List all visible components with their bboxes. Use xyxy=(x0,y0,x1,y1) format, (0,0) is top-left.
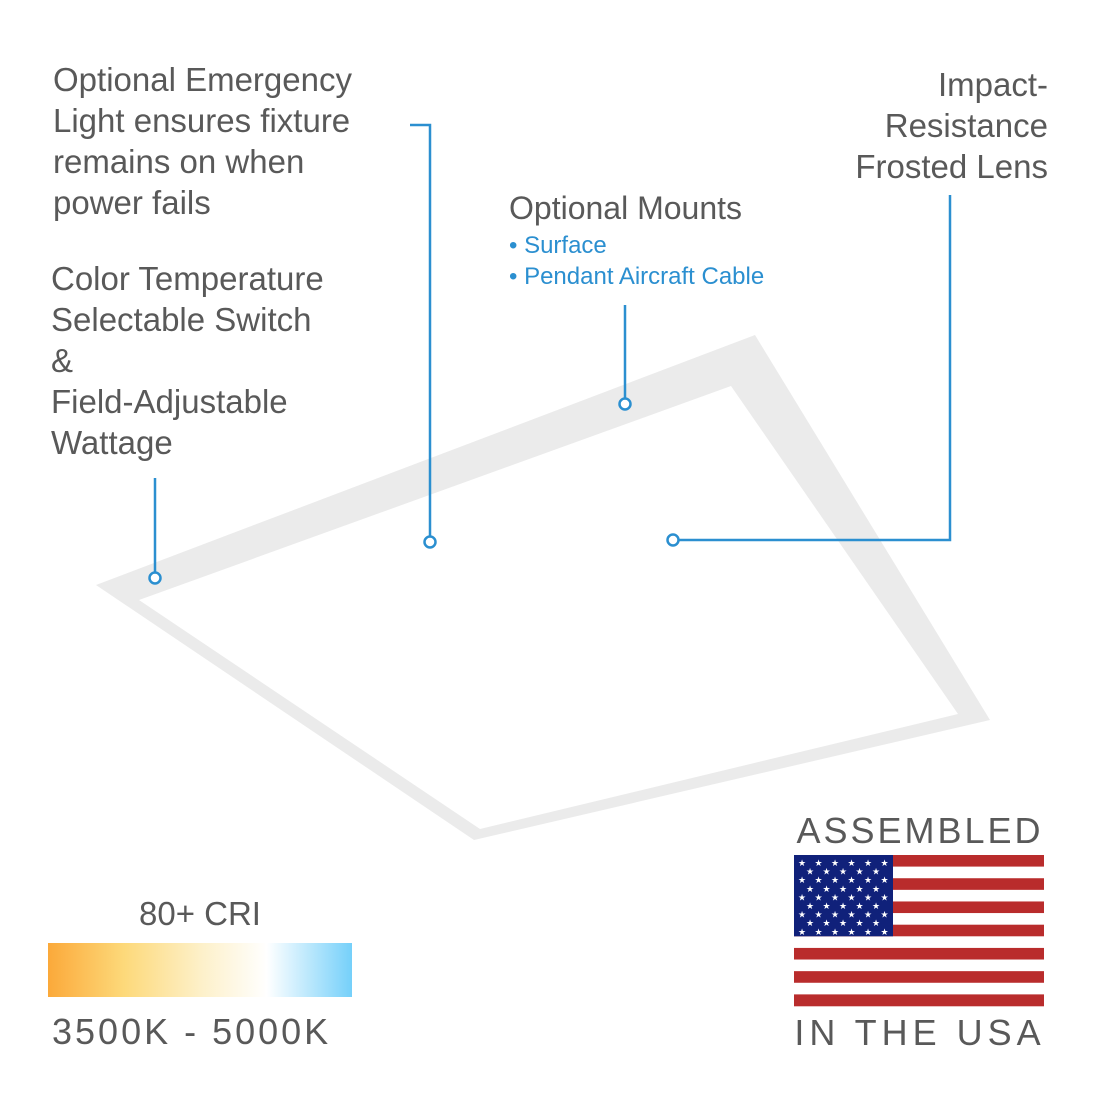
flag-star-icon: ★ xyxy=(822,867,830,877)
flag-star-icon: ★ xyxy=(831,858,839,868)
flag-star-icon: ★ xyxy=(806,867,814,877)
color-temp-callout-text: Color Temperature Selectable Switch & Fi… xyxy=(51,260,324,461)
flag-star-icon: ★ xyxy=(847,858,855,868)
flag-star-icon: ★ xyxy=(831,927,839,937)
flag-star-icon: ★ xyxy=(864,892,872,902)
callout-dot-emergency xyxy=(423,535,437,549)
flag-star-icon: ★ xyxy=(814,858,822,868)
flag-star-icon: ★ xyxy=(847,910,855,920)
flag-star-icon: ★ xyxy=(814,910,822,920)
emergency-callout-text: Optional Emergency Light ensures fixture… xyxy=(53,61,352,221)
flag-star-icon: ★ xyxy=(814,892,822,902)
cct-range: 3500K - 5000K xyxy=(52,1011,332,1052)
flag-star-icon: ★ xyxy=(864,858,872,868)
color-temperature-gradient xyxy=(48,943,352,997)
mounts-title: Optional Mounts xyxy=(509,190,743,226)
lens-callout-text: Impact- Resistance Frosted Lens xyxy=(855,66,1048,185)
flag-star-icon: ★ xyxy=(822,884,830,894)
flag-star-icon: ★ xyxy=(872,918,880,928)
us-flag: ★★★★★★★★★★★★★★★★★★★★★★★★★★★★★★★★★★★★★★★★… xyxy=(794,855,1044,1007)
flag-star-icon: ★ xyxy=(872,884,880,894)
flag-star-icon: ★ xyxy=(864,875,872,885)
flag-star-icon: ★ xyxy=(831,910,839,920)
flag-stripe xyxy=(794,959,1044,972)
callout-line-emergency xyxy=(410,123,432,536)
flag-star-icon: ★ xyxy=(847,927,855,937)
flag-star-icon: ★ xyxy=(806,901,814,911)
flag-stripe xyxy=(794,901,1044,914)
flag-star-icon: ★ xyxy=(806,884,814,894)
mount-item-pendant: • Pendant Aircraft Cable xyxy=(509,263,765,290)
flag-star-icon: ★ xyxy=(814,875,822,885)
flag-star-icon: ★ xyxy=(798,858,806,868)
cri-label: 80+ CRI xyxy=(139,895,261,932)
panel-lens xyxy=(139,386,958,829)
flag-star-icon: ★ xyxy=(855,884,863,894)
flag-stripe xyxy=(794,855,1044,867)
flag-star-icon: ★ xyxy=(839,867,847,877)
flag-star-icon: ★ xyxy=(847,875,855,885)
in-the-usa-text: IN THE USA xyxy=(794,1012,1046,1053)
flag-star-icon: ★ xyxy=(855,918,863,928)
flag-star-icon: ★ xyxy=(872,901,880,911)
flag-star-icon: ★ xyxy=(872,867,880,877)
flag-star-icon: ★ xyxy=(855,901,863,911)
flag-star-icon: ★ xyxy=(831,875,839,885)
flag-stripe xyxy=(794,947,1044,960)
flag-stripe xyxy=(794,971,1044,984)
callout-dot-mounts xyxy=(618,397,632,411)
flag-star-icon: ★ xyxy=(880,910,888,920)
flag-star-icon: ★ xyxy=(839,901,847,911)
flag-star-icon: ★ xyxy=(806,918,814,928)
flag-stripe xyxy=(794,878,1044,891)
flag-star-icon: ★ xyxy=(798,927,806,937)
mount-item-surface: • Surface xyxy=(509,232,607,259)
flag-star-icon: ★ xyxy=(864,910,872,920)
flag-star-icon: ★ xyxy=(839,884,847,894)
flag-star-icon: ★ xyxy=(880,858,888,868)
flag-star-icon: ★ xyxy=(814,927,822,937)
flag-star-icon: ★ xyxy=(864,927,872,937)
flag-stripe xyxy=(794,924,1044,937)
flag-stripe xyxy=(794,913,1044,925)
flag-star-icon: ★ xyxy=(847,892,855,902)
flag-star-icon: ★ xyxy=(880,875,888,885)
flag-stripe xyxy=(794,866,1044,879)
flag-star-icon: ★ xyxy=(880,927,888,937)
flag-star-icon: ★ xyxy=(855,867,863,877)
flag-star-icon: ★ xyxy=(822,901,830,911)
flag-stripe xyxy=(794,994,1044,1007)
flag-stripe xyxy=(794,889,1044,902)
flag-star-icon: ★ xyxy=(798,892,806,902)
flag-canton xyxy=(794,855,893,937)
assembled-text: ASSEMBLED xyxy=(796,810,1044,851)
flag-star-icon: ★ xyxy=(822,918,830,928)
flag-star-icon: ★ xyxy=(798,910,806,920)
flag-stripe xyxy=(794,936,1044,949)
flag-stripe xyxy=(794,982,1044,995)
callout-dot-color-temp xyxy=(148,571,162,585)
flag-star-icon: ★ xyxy=(798,875,806,885)
callout-line-lens xyxy=(679,195,952,542)
flag-star-icon: ★ xyxy=(839,918,847,928)
callout-dot-lens xyxy=(666,533,680,547)
flag-star-icon: ★ xyxy=(880,892,888,902)
flag-star-icon: ★ xyxy=(831,892,839,902)
